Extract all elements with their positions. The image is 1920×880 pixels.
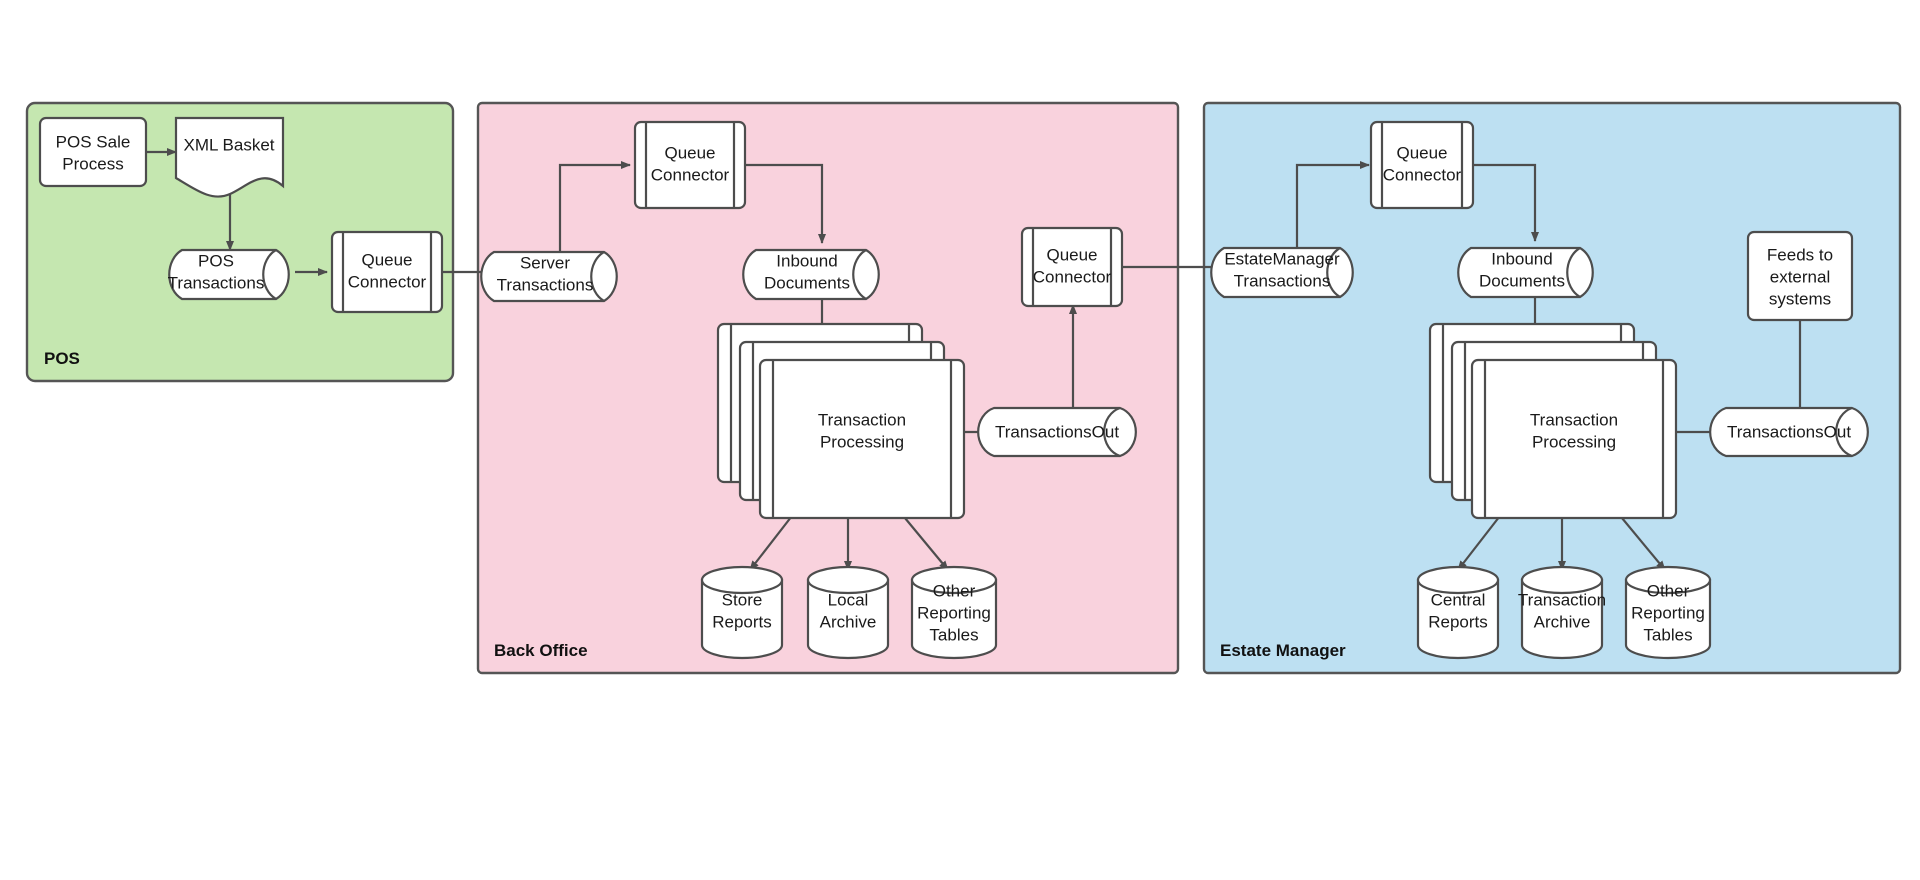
- bo-other-reporting-label-line3: Tables: [929, 625, 978, 644]
- em-other-reporting-label-line2: Reporting: [1631, 603, 1705, 622]
- em-transaction-processing-label-line1: Transaction: [1530, 410, 1618, 429]
- edges-layer: [146, 148, 1804, 571]
- node-em-feeds-external[interactable]: Feeds to external systems: [1746, 230, 1854, 322]
- em-feeds-external-label-line3: systems: [1769, 289, 1831, 308]
- node-bo-queue-connector-out[interactable]: Queue Connector: [1020, 226, 1124, 308]
- bo-store-reports-label-line2: Reports: [712, 612, 772, 631]
- edge-emtxprocessing-to-emotherreporting: [1616, 511, 1666, 571]
- node-pos-transactions[interactable]: POS Transactions: [168, 248, 290, 301]
- node-pos-sale-process[interactable]: POS Sale Process: [38, 116, 148, 188]
- edge-emtxprocessing-to-centralreports: [1457, 511, 1504, 571]
- em-estatemanager-transactions-label-line2: Transactions: [1234, 271, 1331, 290]
- bo-other-reporting-label-line2: Reporting: [917, 603, 991, 622]
- bo-inbound-documents-label-line1: Inbound: [776, 251, 837, 270]
- bo-transactions-out-label: TransactionsOut: [995, 422, 1119, 441]
- node-em-estatemanager-transactions[interactable]: EstateManager Transactions: [1210, 246, 1354, 299]
- em-inbound-documents-label-line1: Inbound: [1491, 249, 1552, 268]
- em-queue-connector-top-label-line2: Connector: [1383, 165, 1462, 184]
- node-bo-transaction-processing[interactable]: Transaction Processing: [716, 322, 966, 520]
- zone-back-office-label: Back Office: [494, 641, 588, 660]
- pos-transactions-label-line1: POS: [198, 251, 234, 270]
- node-bo-transactions-out[interactable]: TransactionsOut: [977, 406, 1137, 458]
- bo-server-transactions-label-line2: Transactions: [497, 275, 594, 294]
- em-transaction-processing-label-line2: Processing: [1532, 432, 1616, 451]
- em-other-reporting-label-line1: Other: [1647, 581, 1690, 600]
- node-bo-inbound-documents[interactable]: Inbound Documents: [742, 248, 880, 301]
- bo-local-archive-label-line1: Local: [828, 590, 869, 609]
- bo-other-reporting-label-line1: Other: [933, 581, 976, 600]
- xml-basket-label: XML Basket: [183, 135, 274, 154]
- edge-txprocessing-to-otherreporting: [899, 511, 949, 571]
- bo-transaction-processing-label-line1: Transaction: [818, 410, 906, 429]
- pos-transactions-label-line2: Transactions: [168, 273, 265, 292]
- node-bo-store-reports[interactable]: Store Reports: [700, 565, 784, 660]
- node-em-transaction-processing[interactable]: Transaction Processing: [1428, 322, 1678, 520]
- em-transaction-archive-label-line1: Transaction: [1518, 590, 1606, 609]
- bo-store-reports-label-line1: Store: [722, 590, 763, 609]
- em-estatemanager-transactions-label-line1: EstateManager: [1224, 249, 1340, 268]
- pos-queue-connector-label-line1: Queue: [361, 250, 412, 269]
- em-central-reports-label-line1: Central: [1431, 590, 1486, 609]
- em-transaction-archive-label-line2: Archive: [1534, 612, 1591, 631]
- node-em-transaction-archive[interactable]: Transaction Archive: [1518, 565, 1606, 660]
- bo-inbound-documents-label-line2: Documents: [764, 273, 850, 292]
- pos-queue-connector-label-line2: Connector: [348, 272, 427, 291]
- edge-emtransactions-to-emqueue: [1295, 161, 1370, 248]
- bo-queue-connector-top-label-line2: Connector: [651, 165, 730, 184]
- bo-queue-connector-out-label-line2: Connector: [1033, 267, 1112, 286]
- em-transactions-out-label: TransactionsOut: [1727, 422, 1851, 441]
- node-xml-basket[interactable]: XML Basket: [174, 116, 285, 198]
- node-em-transactions-out[interactable]: TransactionsOut: [1709, 406, 1869, 458]
- node-em-inbound-documents[interactable]: Inbound Documents: [1457, 246, 1594, 299]
- em-queue-connector-top-label-line1: Queue: [1396, 143, 1447, 162]
- node-em-queue-connector-top[interactable]: Queue Connector: [1369, 120, 1475, 210]
- zone-pos-label: POS: [44, 349, 80, 368]
- em-feeds-external-label-line1: Feeds to: [1767, 245, 1833, 264]
- node-em-central-reports[interactable]: Central Reports: [1416, 565, 1500, 660]
- pos-sale-process-label-line1: POS Sale: [56, 132, 131, 151]
- em-feeds-external-label-line2: external: [1770, 267, 1830, 286]
- edge-servertransactions-to-boqueue: [558, 161, 631, 252]
- zone-estate-manager-label: Estate Manager: [1220, 641, 1346, 660]
- em-central-reports-label-line2: Reports: [1428, 612, 1488, 631]
- pos-sale-process-label-line2: Process: [62, 154, 123, 173]
- em-inbound-documents-label-line2: Documents: [1479, 271, 1565, 290]
- em-other-reporting-label-line3: Tables: [1643, 625, 1692, 644]
- node-bo-server-transactions[interactable]: Server Transactions: [480, 250, 618, 303]
- bo-local-archive-label-line2: Archive: [820, 612, 877, 631]
- bo-server-transactions-label-line1: Server: [520, 253, 570, 272]
- node-bo-other-reporting-tables[interactable]: Other Reporting Tables: [910, 565, 998, 660]
- edge-boqueue-to-inbounddocs: [745, 163, 826, 244]
- node-em-other-reporting-tables[interactable]: Other Reporting Tables: [1624, 565, 1712, 660]
- edge-emqueue-to-eminbounddocs: [1473, 163, 1539, 242]
- edge-txprocessing-to-storereports: [749, 511, 796, 571]
- bo-queue-connector-top-label-line1: Queue: [664, 143, 715, 162]
- node-bo-queue-connector-top[interactable]: Queue Connector: [633, 120, 747, 210]
- node-bo-local-archive[interactable]: Local Archive: [806, 565, 890, 660]
- bo-queue-connector-out-label-line1: Queue: [1046, 245, 1097, 264]
- bo-transaction-processing-label-line2: Processing: [820, 432, 904, 451]
- node-pos-queue-connector[interactable]: Queue Connector: [330, 230, 444, 314]
